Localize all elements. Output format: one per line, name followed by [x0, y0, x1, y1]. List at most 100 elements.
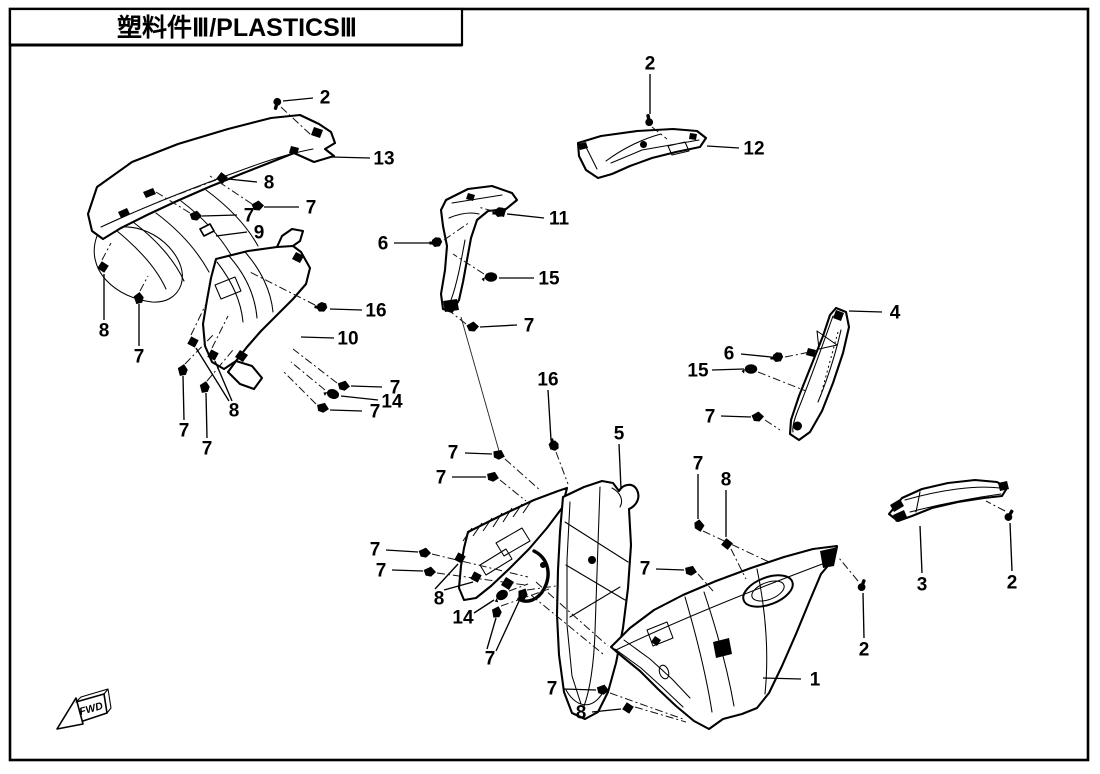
leader-line	[330, 156, 371, 159]
callout-7: 7	[547, 679, 684, 720]
leader-line	[486, 617, 497, 650]
callout-number: 8	[264, 173, 275, 194]
callout-7: 7	[448, 443, 542, 492]
callout-number: 13	[373, 149, 394, 170]
leader-line	[740, 353, 772, 358]
grommet-fastener-icon	[481, 272, 498, 282]
rivet-fastener-icon	[685, 565, 697, 576]
leader-line	[862, 592, 865, 639]
axis-thin-line	[460, 316, 500, 452]
callout-number: 2	[645, 54, 656, 75]
leader-dash-line	[280, 106, 312, 136]
callout-2: 2	[838, 557, 869, 661]
leader-line	[205, 392, 208, 439]
leader-line	[282, 97, 314, 102]
callouts-layer: 2138779616108771478771115721246157165777…	[97, 54, 1017, 724]
callout-7: 7	[177, 333, 215, 442]
callout-6: 6	[724, 344, 811, 365]
callout-number: 15	[687, 361, 709, 382]
leader-dash-line	[730, 548, 747, 580]
rivet-fastener-icon	[694, 519, 705, 532]
rivet-fastener-icon	[189, 210, 203, 221]
part-1-drawing	[609, 544, 839, 731]
leader-line	[562, 688, 597, 691]
rivet-fastener-icon	[199, 381, 210, 393]
screw-fastener-icon	[273, 97, 282, 110]
page-title: 塑料件Ⅲ/PLASTICSⅢ	[117, 14, 357, 42]
callout-6: 6	[378, 221, 471, 255]
leader-dash-line	[101, 242, 112, 261]
callout-number: 10	[337, 329, 358, 350]
callout-8: 8	[157, 172, 275, 203]
callout-2: 2	[273, 88, 330, 136]
callout-2: 2	[645, 54, 668, 140]
leader-line	[195, 347, 230, 402]
leader-line	[706, 145, 740, 149]
callout-number: 8	[721, 470, 732, 491]
callout-7: 7	[292, 348, 401, 399]
callout-number: 7	[390, 378, 401, 399]
leader-line	[711, 368, 745, 371]
center-bracket-plate-drawing	[457, 486, 569, 603]
callout-number: 7	[370, 540, 381, 561]
leader-line	[1009, 522, 1013, 572]
leader-dash-line	[985, 500, 1006, 512]
leader-line	[547, 389, 552, 441]
leader-dash-line	[290, 361, 326, 391]
callout-number: 8	[576, 703, 587, 724]
callout-number: 7	[244, 206, 255, 227]
leader-dash-line	[526, 585, 557, 591]
screw-fastener-icon	[857, 579, 866, 592]
callout-7: 7	[209, 175, 316, 219]
rivet-fastener-icon	[751, 411, 764, 422]
callout-number: 7	[705, 407, 716, 428]
leader-dash-line	[764, 419, 781, 431]
callout-number: 7	[376, 561, 387, 582]
grommet-fastener-icon	[741, 364, 758, 374]
leader-line	[464, 452, 493, 455]
leader-line	[329, 409, 363, 412]
nut-fastener-icon	[622, 702, 634, 714]
callout-9: 9	[215, 223, 265, 244]
leader-dash-line	[784, 351, 811, 358]
callout-number: 7	[370, 402, 381, 423]
bolt-fastener-icon	[492, 207, 506, 217]
nut-fastener-icon	[216, 172, 228, 184]
bolt-fastener-icon	[770, 352, 784, 362]
callout-number: 7	[547, 679, 558, 700]
leader-dash-line	[634, 706, 687, 723]
nut-fastener-icon	[721, 538, 733, 550]
part-4-drawing	[788, 306, 851, 442]
axis-dash-line	[535, 581, 609, 647]
callout-number: 7	[134, 347, 145, 368]
leader-dash-line	[155, 191, 191, 214]
leader-dash-line	[609, 692, 684, 720]
leader-dash-line	[838, 557, 859, 582]
rivet-fastener-icon	[133, 292, 144, 305]
callout-14: 14	[290, 361, 403, 413]
callout-number: 7	[693, 454, 704, 475]
leader-dash-line	[292, 348, 338, 384]
leader-dash-line	[504, 458, 542, 492]
callout-7: 7	[283, 371, 381, 423]
callout-15: 15	[452, 253, 560, 290]
rivet-fastener-icon	[423, 566, 437, 577]
callout-number: 16	[365, 301, 386, 322]
fwd-arrow-3d-edge	[75, 688, 112, 714]
callout-number: 9	[254, 223, 265, 244]
leader-dash-line	[431, 553, 529, 578]
assembly-axis-lines	[460, 316, 609, 655]
leader-line	[506, 213, 545, 219]
callout-number: 12	[743, 139, 764, 160]
leader-dash-line	[702, 530, 770, 563]
leader-dash-line	[651, 126, 668, 140]
callout-7: 7	[485, 585, 557, 670]
rivet-fastener-icon	[492, 606, 502, 618]
callout-7: 7	[640, 559, 714, 592]
callout-10: 10	[300, 329, 359, 350]
fwd-arrow-head	[56, 697, 84, 730]
callout-4: 4	[848, 303, 901, 324]
grommet-fastener-icon	[494, 589, 508, 603]
